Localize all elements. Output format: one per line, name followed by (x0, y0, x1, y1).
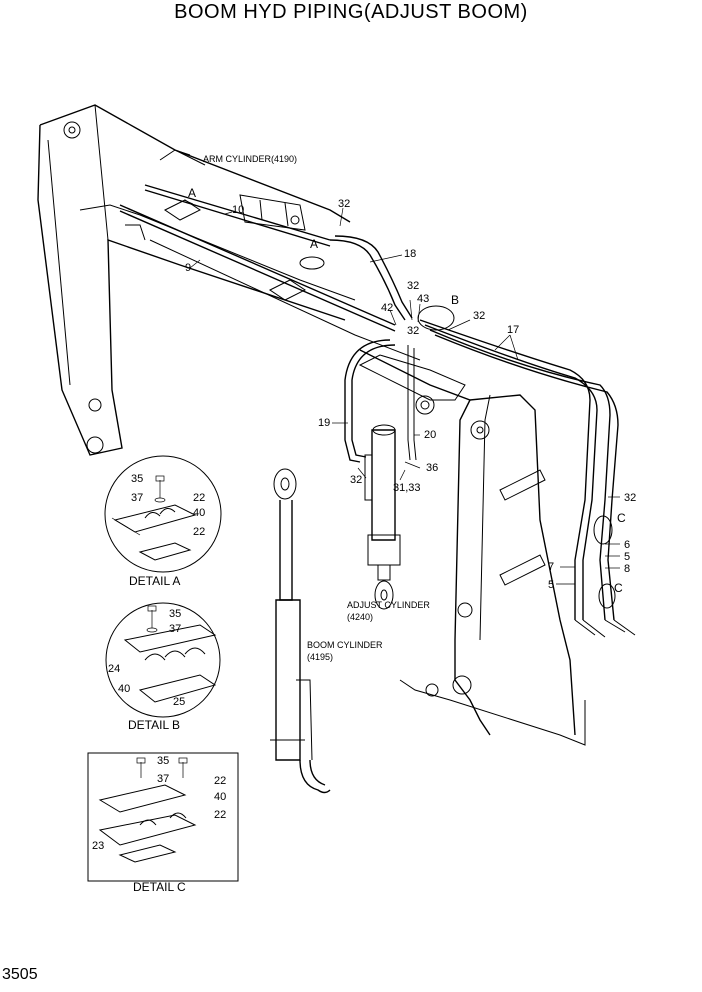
detail-b-part-24: 24 (108, 663, 120, 675)
detail-ref-b: B (451, 293, 459, 307)
detail-b (105, 602, 221, 718)
detail-b-caption: DETAIL B (128, 718, 180, 732)
detail-a-labels: 35 37 22 40 22 DETAIL A (129, 473, 205, 588)
part-label-18: 18 (404, 248, 416, 260)
detail-ref-c: C (617, 511, 626, 525)
page-number: 3505 (2, 966, 38, 983)
part-label-7: 7 (548, 561, 554, 573)
detail-b-part-37: 37 (169, 623, 181, 635)
detail-c-labels: 35 37 22 40 22 23 DETAIL C (92, 755, 226, 894)
page-title: BOOM HYD PIPING(ADJUST BOOM) (174, 1, 528, 23)
part-label-17: 17 (507, 324, 519, 336)
part-label-20: 20 (424, 429, 436, 441)
detail-ref-c: C (614, 581, 623, 595)
hoses-17 (419, 319, 636, 638)
boom-cylinder-label: BOOM CYLINDER (307, 640, 383, 650)
detail-a-part-40: 40 (193, 507, 205, 519)
detail-c-part-40: 40 (214, 791, 226, 803)
part-label-32: 32 (407, 280, 419, 292)
leader-lines (183, 199, 620, 585)
part-label-5: 5 (548, 579, 554, 591)
boom-cylinder-number: (4195) (307, 652, 333, 662)
detail-a (104, 455, 222, 573)
adjust-cylinder (364, 424, 401, 610)
part-label-32: 32 (338, 198, 350, 210)
hose-19 (344, 339, 417, 463)
detail-b-labels: 35 37 24 40 25 DETAIL B (108, 608, 185, 732)
detail-a-part-22: 22 (193, 492, 205, 504)
part-label-32: 32 (350, 474, 362, 486)
detail-a-part-35: 35 (131, 473, 143, 485)
detail-c-part-35: 35 (157, 755, 169, 767)
part-label-9: 9 (185, 262, 191, 274)
callout-labels: ARM CYLINDER(4190) ADJUST CYLINDER (4240… (203, 154, 430, 662)
detail-c-part-37: 37 (157, 773, 169, 785)
pipes-9-10 (119, 184, 396, 332)
part-numbers: 10 9 32 18 32 43 42 32 32 17 19 20 36 32… (185, 198, 636, 591)
boom-cylinder (270, 468, 331, 794)
detail-b-part-40: 40 (118, 683, 130, 695)
upper-boom (358, 349, 586, 746)
detail-b-part-25: 25 (173, 696, 185, 708)
detail-c-part-22: 22 (214, 809, 226, 821)
part-label-19: 19 (318, 417, 330, 429)
detail-a-part-22: 22 (193, 526, 205, 538)
detail-c-part-23: 23 (92, 840, 104, 852)
boom-structure (37, 104, 421, 456)
detail-ref-a: A (188, 186, 196, 200)
part-label-32: 32 (407, 325, 419, 337)
detail-ref-a: A (310, 237, 318, 251)
part-label-43: 43 (417, 293, 429, 305)
detail-references: A A B C C (188, 186, 626, 595)
part-label-42: 42 (381, 302, 393, 314)
detail-c-caption: DETAIL C (133, 880, 186, 894)
part-label-10: 10 (232, 204, 244, 216)
part-label-31-33: 31,33 (393, 482, 421, 494)
detail-b-part-35: 35 (169, 608, 181, 620)
adjust-cylinder-number: (4240) (347, 612, 373, 622)
adjust-cylinder-label: ADJUST CYLINDER (347, 600, 430, 610)
hose-18 (299, 235, 413, 321)
detail-c (87, 752, 239, 882)
part-label-5: 5 (624, 551, 630, 563)
part-label-32: 32 (473, 310, 485, 322)
detail-a-caption: DETAIL A (129, 574, 180, 588)
part-label-36: 36 (426, 462, 438, 474)
arm-cylinder-label: ARM CYLINDER(4190) (203, 154, 297, 164)
detail-marks (417, 305, 616, 609)
part-label-8: 8 (624, 563, 630, 575)
part-label-6: 6 (624, 539, 630, 551)
part-label-32: 32 (624, 492, 636, 504)
arm-cylinder (239, 194, 306, 231)
detail-a-part-37: 37 (131, 492, 143, 504)
detail-c-part-22: 22 (214, 775, 226, 787)
